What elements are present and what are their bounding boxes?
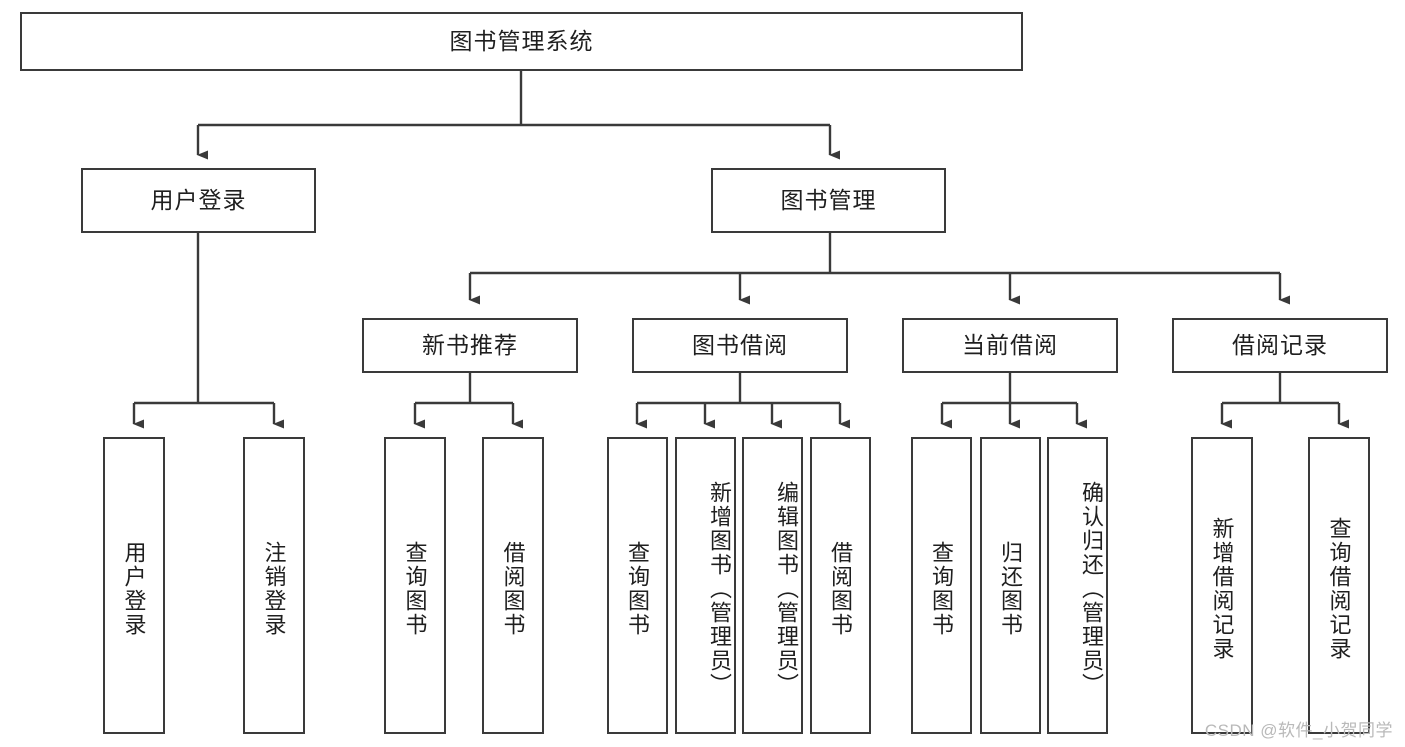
node-label: 新书推荐 <box>422 331 518 358</box>
leaf-query-book-3[interactable]: 查询图书 <box>911 437 972 734</box>
node-label: 查询借阅记录 <box>1326 516 1352 661</box>
node-label: 新增图书（管理员） <box>707 480 732 697</box>
node-borrow-record[interactable]: 借阅记录 <box>1172 318 1388 373</box>
leaf-borrow-book-1[interactable]: 借阅图书 <box>482 437 544 734</box>
node-current-borrow[interactable]: 当前借阅 <box>902 318 1118 373</box>
node-label: 借阅记录 <box>1232 331 1328 358</box>
node-label: 借阅图书 <box>500 540 526 637</box>
node-label: 新增借阅记录 <box>1209 516 1235 661</box>
leaf-edit-book[interactable]: 编辑图书（管理员） <box>742 437 803 734</box>
node-label: 注销登录 <box>261 540 287 637</box>
node-label: 借阅图书 <box>828 540 854 637</box>
node-label: 查询图书 <box>625 540 651 637</box>
leaf-query-record[interactable]: 查询借阅记录 <box>1308 437 1370 734</box>
node-book-manage[interactable]: 图书管理 <box>711 168 946 233</box>
node-label: 用户登录 <box>150 186 247 213</box>
node-label: 用户登录 <box>121 540 147 637</box>
leaf-add-record[interactable]: 新增借阅记录 <box>1191 437 1253 734</box>
leaf-borrow-book-2[interactable]: 借阅图书 <box>810 437 871 734</box>
watermark-text: CSDN @软件_小贺同学 <box>1204 721 1393 740</box>
node-label: 编辑图书（管理员） <box>774 480 799 697</box>
leaf-query-book-2[interactable]: 查询图书 <box>607 437 668 734</box>
node-label: 确认归还（管理员） <box>1079 480 1104 697</box>
node-label: 图书管理系统 <box>449 27 594 54</box>
leaf-query-book-1[interactable]: 查询图书 <box>384 437 446 734</box>
leaf-user-logout[interactable]: 注销登录 <box>243 437 305 734</box>
leaf-add-book[interactable]: 新增图书（管理员） <box>675 437 736 734</box>
leaf-confirm-return[interactable]: 确认归还（管理员） <box>1047 437 1108 734</box>
node-new-book-recommend[interactable]: 新书推荐 <box>362 318 578 373</box>
leaf-return-book[interactable]: 归还图书 <box>980 437 1041 734</box>
leaf-user-login[interactable]: 用户登录 <box>103 437 165 734</box>
node-user-login[interactable]: 用户登录 <box>81 168 316 233</box>
node-label: 归还图书 <box>998 540 1024 637</box>
node-label: 图书管理 <box>780 186 877 213</box>
node-label: 查询图书 <box>402 540 428 637</box>
node-book-borrow[interactable]: 图书借阅 <box>632 318 848 373</box>
node-label: 查询图书 <box>929 540 955 637</box>
node-label: 当前借阅 <box>962 331 1058 358</box>
node-root-book-management-system[interactable]: 图书管理系统 <box>20 12 1023 71</box>
node-label: 图书借阅 <box>692 331 788 358</box>
